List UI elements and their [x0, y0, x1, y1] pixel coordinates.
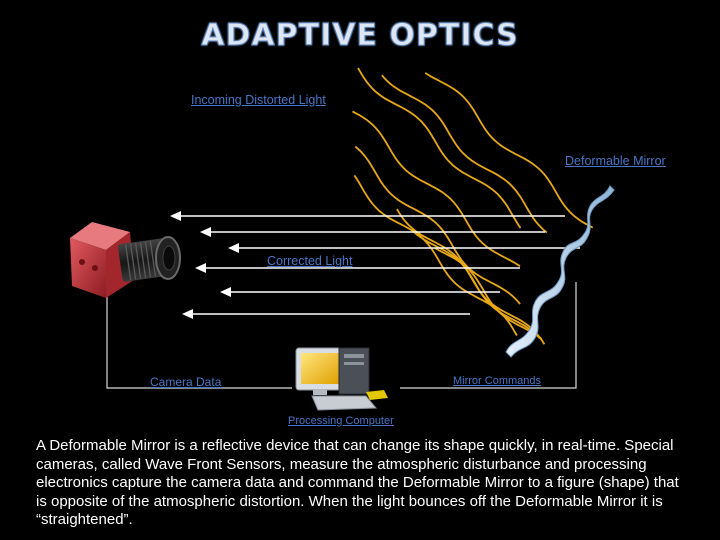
incoming-light-waves [352, 67, 594, 345]
camera-icon [70, 222, 181, 298]
computer-icon [295, 347, 388, 411]
arrow-head [228, 243, 239, 253]
light-wave [357, 67, 522, 229]
arrow-head [200, 227, 211, 237]
arrow-head [182, 309, 193, 319]
light-wave [381, 74, 548, 234]
corrected-light-label: Corrected Light [267, 254, 353, 268]
arrow-head [195, 263, 206, 273]
light-wave [352, 110, 521, 267]
deformable-mirror-label: Deformable Mirror [565, 154, 666, 168]
light-wave [353, 174, 518, 336]
deformable-mirror-icon [505, 185, 615, 358]
page-title: ADAPTIVE OPTICS [201, 18, 519, 54]
mirror-commands-line [400, 282, 577, 389]
camera-data-label: Camera Data [150, 375, 222, 389]
light-wave [434, 247, 543, 340]
corrected-light-arrows [170, 211, 580, 319]
arrow-head [220, 287, 231, 297]
incoming-light-label: Incoming Distorted Light [191, 93, 326, 107]
light-wave [354, 145, 521, 305]
camera-data-line [106, 297, 292, 389]
light-wave [410, 228, 541, 340]
processing-computer-label: Processing Computer [288, 415, 394, 427]
signal-lines [106, 282, 577, 389]
arrow-head [170, 211, 181, 221]
description-text: A Deformable Mirror is a reflective devi… [36, 437, 679, 529]
light-wave [424, 72, 594, 229]
mirror-commands-label: Mirror Commands [453, 375, 542, 387]
